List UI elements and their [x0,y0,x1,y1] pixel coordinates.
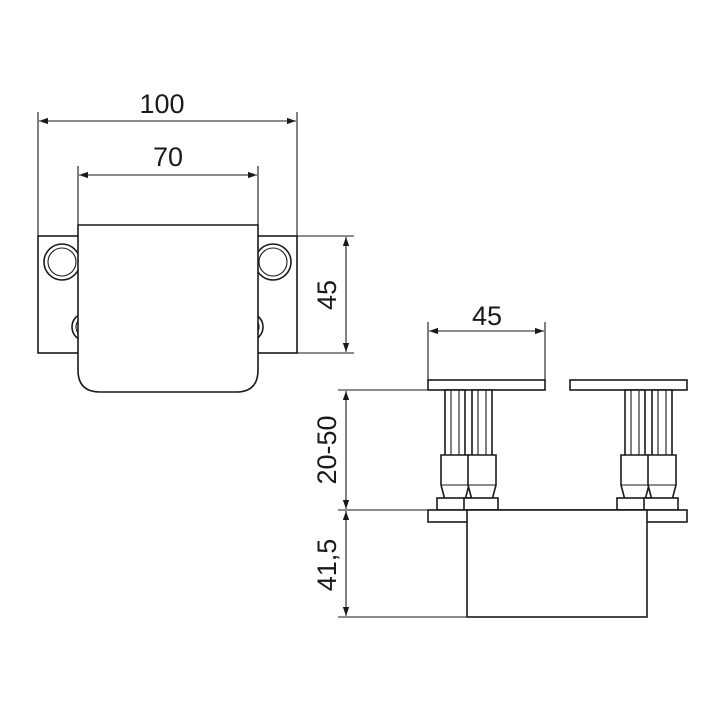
dimension-20-50-label: 20-50 [312,415,342,484]
top-view: 100 70 45 [37,89,354,393]
top-view-cover [77,224,259,393]
side-body [466,509,648,618]
dimension-41-5: 41,5 [312,511,467,618]
dimension-20-50: 20-50 [312,389,428,511]
side-left-pins [436,389,499,511]
dimension-45-vertical: 45 [297,235,354,354]
side-right-plate [569,379,688,391]
dimension-70: 70 [77,142,259,225]
dimension-100: 100 [37,89,298,236]
side-right-pins [616,389,679,511]
dimension-70-label: 70 [153,142,183,172]
dimension-45-horizontal-label: 45 [472,301,502,331]
dimension-41-5-label: 41,5 [312,539,342,592]
screw-top-right [254,243,292,281]
dimension-45-horizontal: 45 [427,301,546,380]
side-left-plate [427,379,546,391]
screw-top-left [43,243,81,281]
dimension-45-vertical-label: 45 [312,280,342,310]
side-view: 45 20-50 41,5 [312,301,688,618]
dimension-100-label: 100 [139,89,184,119]
